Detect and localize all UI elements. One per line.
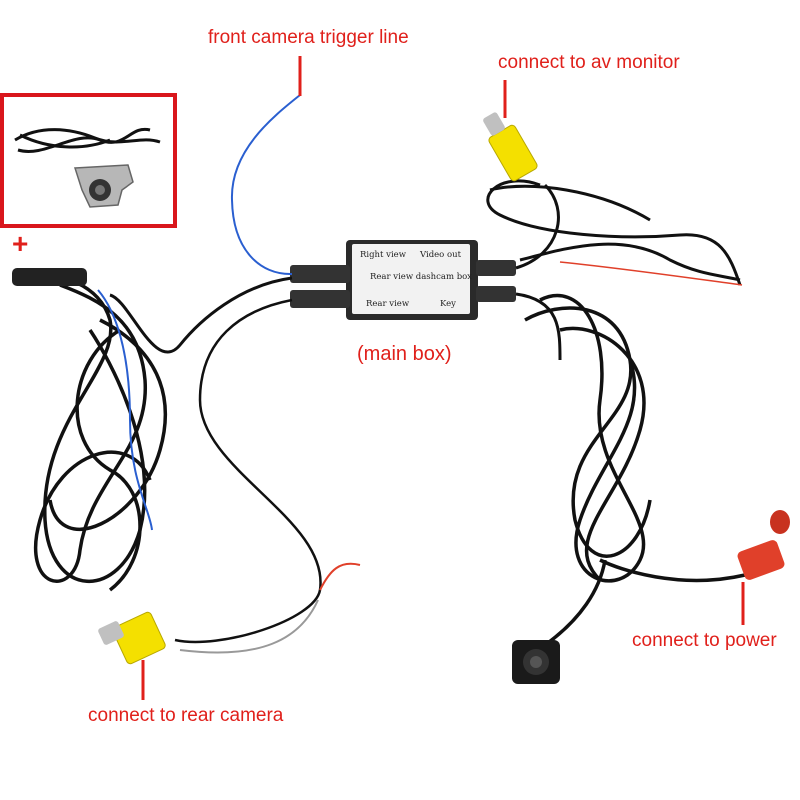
left-connector-icon [12, 268, 87, 286]
front-camera-icon [73, 164, 134, 208]
box-right-view: Right view [360, 250, 406, 260]
label-power: connect to power [632, 630, 777, 651]
label-rear-camera: connect to rear camera [88, 705, 284, 726]
label-front-trigger: front camera trigger line [208, 27, 409, 48]
av-monitor-cable-coil [486, 179, 742, 286]
box-title: Rear view dashcam box [370, 272, 473, 282]
front-camera-inset-frame [0, 93, 177, 228]
left-cable-coil [19, 272, 167, 592]
box-video-out: Video out [420, 250, 462, 260]
rear-camera-rca-plug-icon [98, 611, 166, 665]
power-cable-coil [524, 293, 746, 647]
left-cable [109, 276, 293, 354]
front-trigger-wire [230, 94, 301, 276]
power-connector-icon [737, 510, 790, 580]
label-main-box: (main box) [357, 343, 452, 365]
rear-camera-cable [174, 298, 322, 644]
box-rear-view: Rear view [366, 299, 410, 309]
front-camera-inset-cable [14, 127, 161, 153]
label-av-monitor: connect to av monitor [498, 52, 680, 73]
av-monitor-rca-plug-icon [483, 112, 538, 182]
power-cable [515, 292, 562, 361]
box-key: Key [440, 299, 456, 309]
main-box-icon [290, 240, 516, 320]
plus-sign: + [12, 228, 29, 259]
key-button-icon [512, 640, 560, 684]
